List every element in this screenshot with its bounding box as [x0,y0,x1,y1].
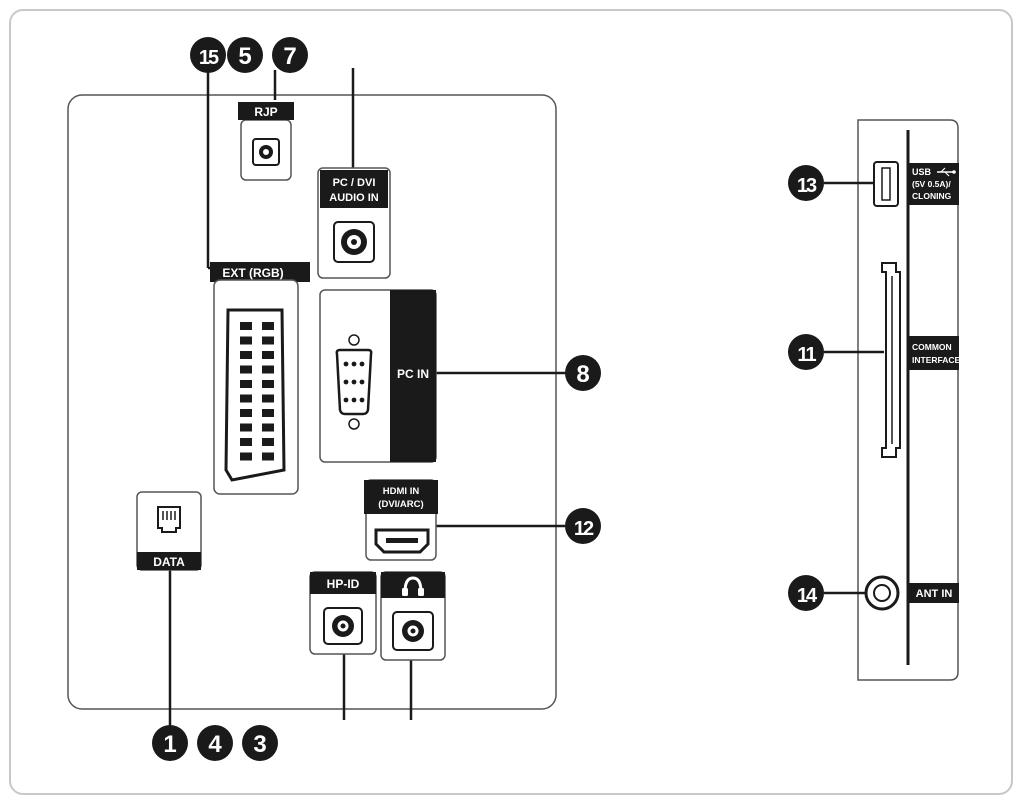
callout-1: 1 [152,725,188,761]
vga-pin [351,361,357,367]
vga-pin [343,379,349,385]
svg-text:14: 14 [797,585,818,607]
scart-pin [240,409,252,417]
svg-text:8: 8 [576,361,589,388]
pc-in-label-bg [390,290,436,462]
ext-rgb-label-bg [210,262,310,282]
common-interface-slot: COMMON INTERFACE [881,262,961,458]
svg-text:7: 7 [283,43,296,70]
common-label-bg [909,336,959,370]
scart-pin [240,438,252,446]
hp-id-label-bg [310,572,376,594]
pc-in-label: PC IN [397,367,429,381]
scart-pin [262,365,274,374]
callout-3: 3 [242,725,278,761]
vga-pin [359,379,365,385]
scart-pin [240,394,252,403]
rear-panel [67,94,557,710]
usb-port: USB (5V 0.5A)/ CLONING [873,161,959,207]
usb-label-line2: (5V 0.5A)/ [912,179,951,189]
svg-text:15: 15 [199,47,219,69]
svg-text:11: 11 [797,344,816,366]
headphone-icon [402,576,424,596]
usb-label-line1: USB [912,167,932,177]
scart-pin [240,380,252,388]
scart-pin [240,423,252,432]
callout-7: 7 [272,37,308,73]
usb-label-line3: CLONING [912,191,952,201]
pc-dvi-label-line1: PC / DVI [333,177,376,189]
scart-pin [262,438,274,446]
usb-label-bg [909,163,959,205]
ant-in-label: ANT IN [916,588,953,600]
callout-11: 11 [788,334,824,370]
hdmi-label-line2: (DVI/ARC) [378,499,423,510]
rj45-icon [157,506,181,533]
common-label-line1: COMMON [912,342,952,352]
callout-lines [168,68,884,728]
diagram-frame [9,9,1013,795]
headphone-label-bg [381,572,445,598]
hdmi-label-bg [364,480,438,514]
scart-pin [262,452,274,461]
scart-pin [262,322,274,330]
hdmi-label-line1: HDMI IN [383,486,420,497]
ant-in-label-bg [909,583,959,603]
scart-pin [240,322,252,330]
scart-pin [262,423,274,432]
rjp-port: RJP [238,102,294,181]
scart-pin [262,409,274,417]
callout-5: 5 [227,37,263,73]
svg-text:1: 1 [163,731,176,758]
svg-text:3: 3 [253,731,266,758]
pc-dvi-audio-port: PC / DVI AUDIO IN [317,167,391,279]
data-label-bg [137,552,201,570]
side-panel [857,119,959,681]
svg-text:4: 4 [208,731,222,758]
vga-pin [359,397,365,403]
callout-13: 13 [788,165,824,201]
callout-4: 4 [197,725,233,761]
vga-pin [343,397,349,403]
headphone-port [380,571,446,661]
callout-14: 14 [788,575,824,611]
pc-in-port: PC IN [319,289,437,463]
svg-text:12: 12 [574,518,594,540]
pc-dvi-label-bg [320,170,388,208]
data-label: DATA [153,555,185,569]
hp-id-port: HP-ID [309,571,377,655]
ant-in-port: ANT IN [864,575,959,611]
vga-pin [351,397,357,403]
callout-8: 8 [565,355,601,391]
hp-id-label: HP-ID [327,577,360,591]
rjp-label-bg [238,102,294,120]
rjp-label: RJP [254,105,277,119]
data-port: DATA [136,491,202,571]
callout-12: 12 [565,508,601,544]
scart-pin [240,365,252,374]
scart-pin [240,336,252,345]
ext-rgb-port: EXT (RGB) [210,262,310,495]
hdmi-port: HDMI IN (DVI/ARC) [364,479,438,561]
callout-15: 15 [190,37,226,73]
scart-pin [262,394,274,403]
pc-dvi-label-line2: AUDIO IN [329,192,379,204]
common-label-line2: INTERFACE [912,355,961,365]
ext-rgb-label: EXT (RGB) [222,266,283,280]
usb-icon [937,167,956,177]
scart-pin [262,336,274,345]
svg-text:13: 13 [797,175,817,197]
vga-pin [351,379,357,385]
scart-pin [240,351,252,359]
vga-pin [359,361,365,367]
scart-pin [262,351,274,359]
scart-pin [262,380,274,388]
vga-pin [343,361,349,367]
scart-pin [240,452,252,461]
svg-text:5: 5 [238,43,251,70]
